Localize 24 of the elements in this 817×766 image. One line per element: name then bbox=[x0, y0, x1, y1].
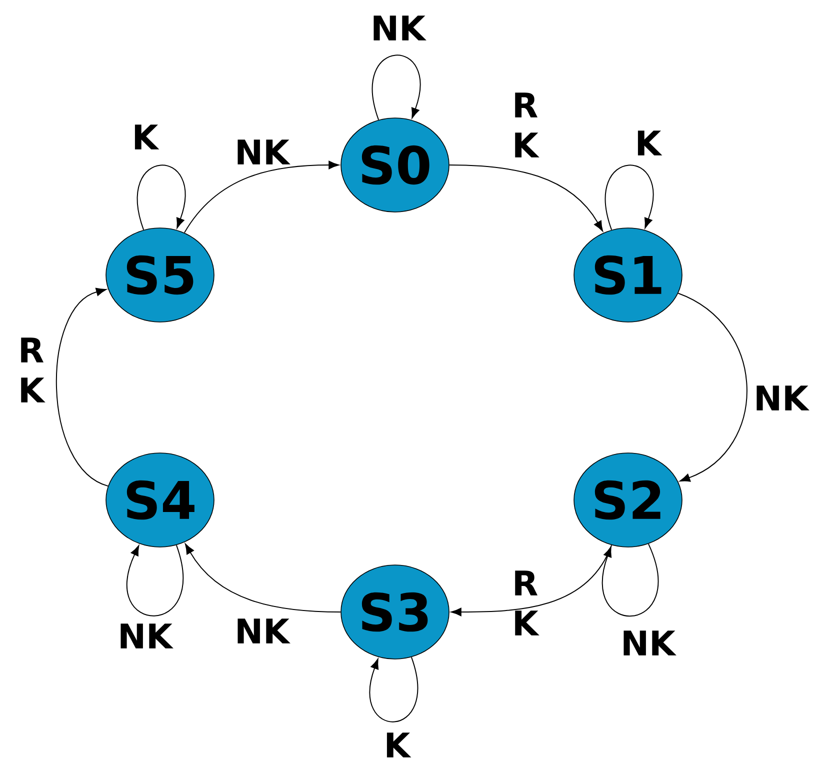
arrow bbox=[450, 544, 612, 616]
edge-label: NK bbox=[238, 618, 290, 644]
arrow bbox=[56, 288, 108, 487]
edge-label: K bbox=[386, 732, 412, 758]
edge-label: R K bbox=[515, 570, 540, 636]
edge-label: K bbox=[638, 130, 662, 156]
edge-label: NK bbox=[756, 386, 810, 410]
arrow bbox=[448, 164, 604, 232]
edge-label: K bbox=[134, 124, 160, 150]
edge-label: NK bbox=[374, 16, 426, 40]
arrow bbox=[184, 544, 342, 612]
edge-label: NK bbox=[238, 140, 290, 164]
arrow bbox=[602, 543, 659, 616]
arrow bbox=[372, 54, 420, 120]
arrow bbox=[604, 164, 654, 230]
arrow bbox=[678, 292, 748, 482]
edge-label: R K bbox=[515, 92, 540, 158]
edge-label: NK bbox=[120, 624, 174, 648]
edge-label: NK bbox=[624, 630, 676, 656]
arrow bbox=[184, 160, 340, 234]
arrow bbox=[370, 656, 418, 722]
arrow bbox=[126, 544, 184, 616]
edge-label: R K bbox=[21, 338, 46, 402]
arrow bbox=[137, 164, 186, 230]
